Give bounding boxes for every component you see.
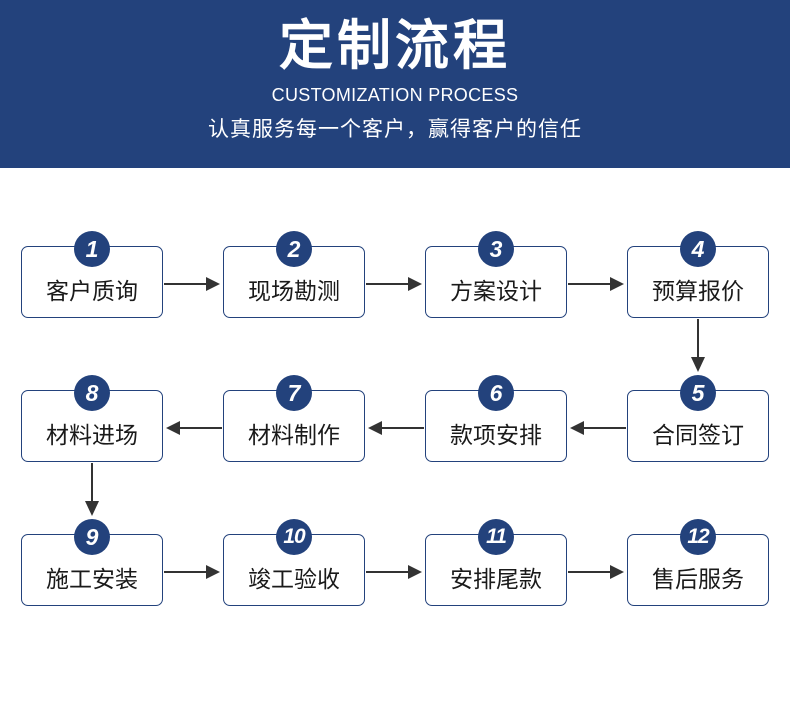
arrow-right-icon bbox=[366, 565, 422, 579]
step-2: 2 现场勘测 bbox=[223, 231, 365, 318]
step-number-badge: 3 bbox=[478, 231, 514, 267]
step-label: 售后服务 bbox=[652, 567, 744, 593]
step-6: 6 款项安排 bbox=[425, 375, 567, 462]
step-10: 10 竣工验收 bbox=[223, 519, 365, 606]
arrow-down-icon bbox=[691, 319, 705, 372]
arrow-right-icon bbox=[366, 277, 422, 291]
page-title: 定制流程 bbox=[279, 14, 511, 77]
step-number-badge: 9 bbox=[74, 519, 110, 555]
step-11: 11 安排尾款 bbox=[425, 519, 567, 606]
step-5: 5 合同签订 bbox=[627, 375, 769, 462]
step-8: 8 材料进场 bbox=[21, 375, 163, 462]
step-label: 方案设计 bbox=[450, 279, 542, 305]
arrow-right-icon bbox=[164, 277, 220, 291]
step-3: 3 方案设计 bbox=[425, 231, 567, 318]
arrow-right-icon bbox=[568, 277, 624, 291]
step-number-badge: 11 bbox=[478, 519, 514, 555]
step-number-badge: 8 bbox=[74, 375, 110, 411]
step-label: 施工安装 bbox=[46, 567, 138, 593]
arrow-left-icon bbox=[368, 421, 424, 435]
step-number-badge: 1 bbox=[74, 231, 110, 267]
header-banner: 定制流程 CUSTOMIZATION PROCESS 认真服务每一个客户，赢得客… bbox=[0, 0, 790, 168]
step-number-badge: 7 bbox=[276, 375, 312, 411]
step-label: 款项安排 bbox=[450, 423, 542, 449]
step-number-badge: 6 bbox=[478, 375, 514, 411]
step-label: 客户质询 bbox=[46, 279, 138, 305]
arrow-right-icon bbox=[164, 565, 220, 579]
step-label: 现场勘测 bbox=[248, 279, 340, 305]
arrow-right-icon bbox=[568, 565, 624, 579]
step-4: 4 预算报价 bbox=[627, 231, 769, 318]
chinese-subtitle: 认真服务每一个客户，赢得客户的信任 bbox=[208, 117, 582, 141]
english-subtitle: CUSTOMIZATION PROCESS bbox=[271, 85, 519, 105]
step-7: 7 材料制作 bbox=[223, 375, 365, 462]
step-label: 材料制作 bbox=[248, 423, 340, 449]
step-number-badge: 5 bbox=[680, 375, 716, 411]
step-9: 9 施工安装 bbox=[21, 519, 163, 606]
step-number-badge: 2 bbox=[276, 231, 312, 267]
arrow-down-icon bbox=[85, 463, 99, 516]
step-label: 材料进场 bbox=[46, 423, 138, 449]
step-label: 合同签订 bbox=[652, 423, 744, 449]
arrow-left-icon bbox=[166, 421, 222, 435]
step-number-badge: 10 bbox=[276, 519, 312, 555]
arrow-left-icon bbox=[570, 421, 626, 435]
step-12: 12 售后服务 bbox=[627, 519, 769, 606]
step-number-badge: 4 bbox=[680, 231, 716, 267]
step-1: 1 客户质询 bbox=[21, 231, 163, 318]
step-label: 安排尾款 bbox=[450, 567, 542, 593]
step-label: 竣工验收 bbox=[248, 567, 340, 593]
step-number-badge: 12 bbox=[680, 519, 716, 555]
step-label: 预算报价 bbox=[652, 279, 744, 305]
